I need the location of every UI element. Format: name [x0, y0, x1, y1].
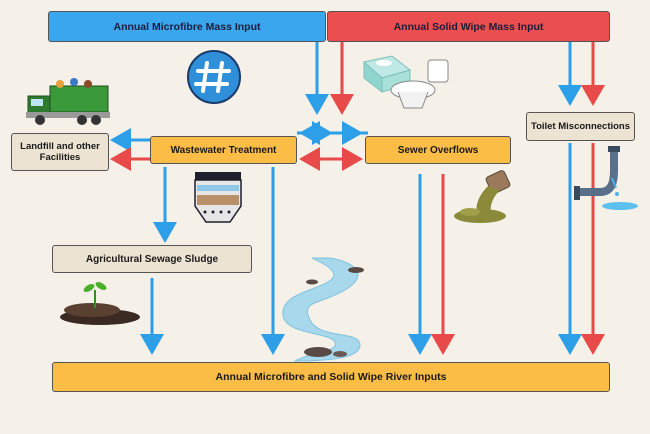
soil-sprout-icon [60, 282, 140, 325]
microfibre-hashtag-icon [187, 50, 241, 104]
wipes-and-toilet-icon [362, 55, 449, 109]
annual-solid-wipe-input-box: Annual Solid Wipe Mass Input [327, 11, 610, 42]
sewer-overflows-box: Sewer Overflows [365, 136, 511, 164]
microfibre-flow-arrows [110, 42, 582, 355]
river-inputs-box: Annual Microfibre and Solid Wipe River I… [52, 362, 610, 392]
toilet-misconnections-box: Toilet Misconnections [526, 112, 635, 141]
annual-microfibre-input-box: Annual Microfibre Mass Input [48, 11, 326, 42]
wastewater-treatment-box: Wastewater Treatment [150, 136, 297, 164]
garbage-truck-icon [26, 78, 110, 125]
outfall-pipe-icon [454, 170, 511, 223]
agricultural-sewage-sludge-box: Agricultural Sewage Sludge [52, 245, 252, 273]
solid-wipe-flow-arrows [110, 42, 605, 355]
river-icon [282, 257, 364, 362]
leaking-pipe-icon [574, 146, 638, 210]
landfill-box: Landfill and other Facilities [11, 133, 109, 171]
filter-tank-icon [194, 172, 242, 223]
